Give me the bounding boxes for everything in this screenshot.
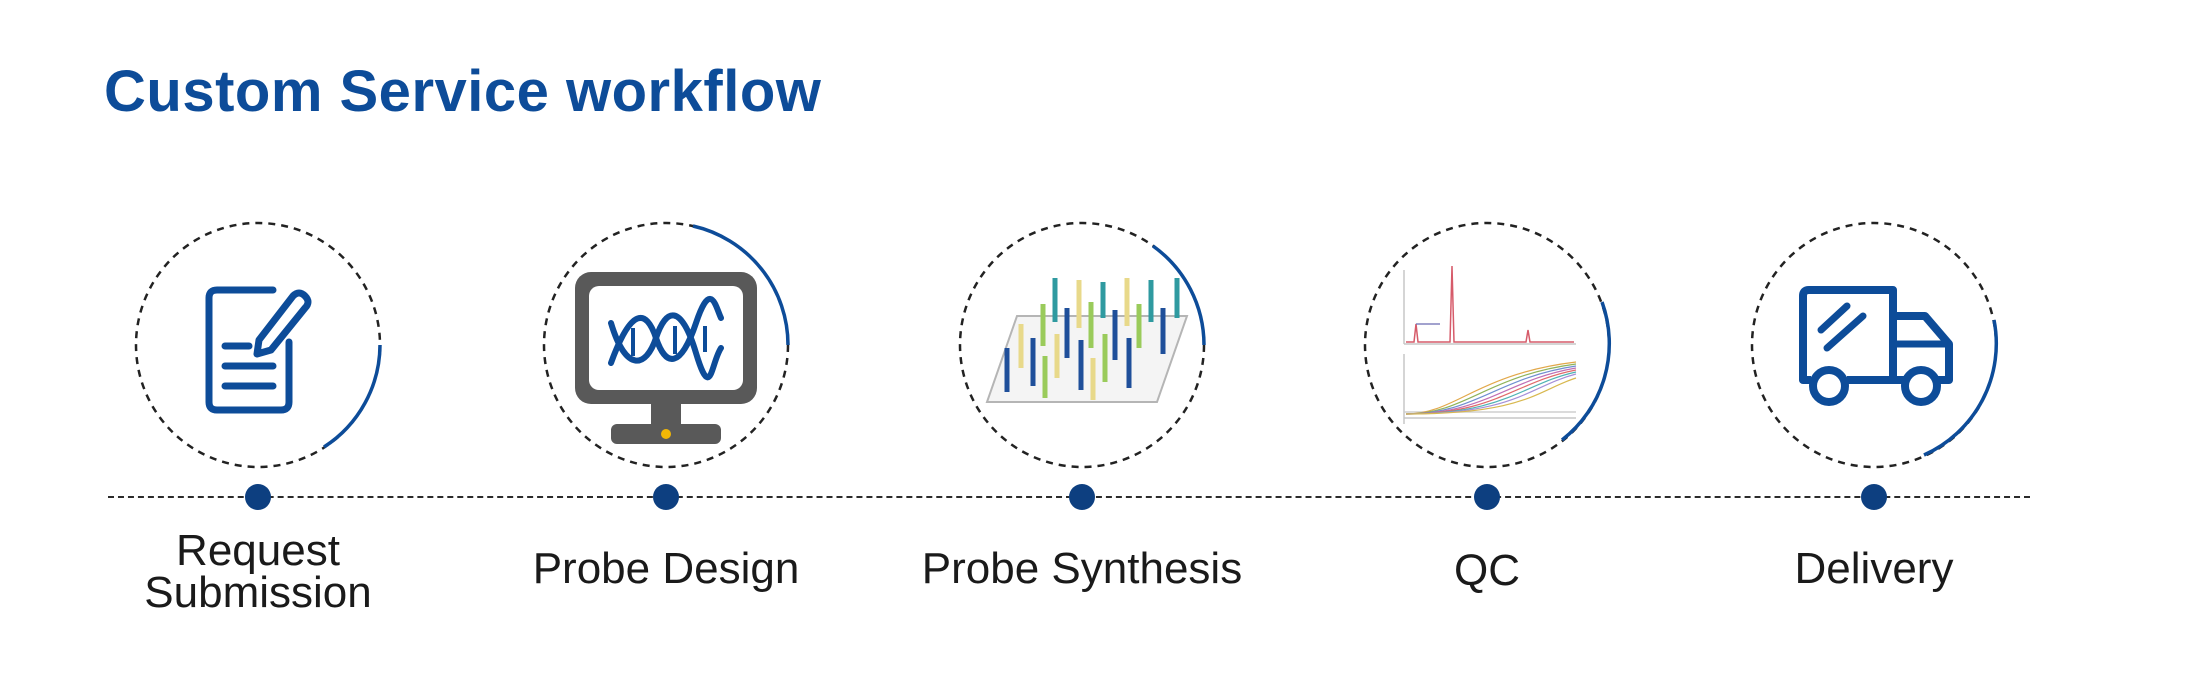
- timeline-dot: [1474, 484, 1500, 510]
- timeline-dot: [653, 484, 679, 510]
- document-edit-icon: [205, 286, 312, 414]
- step-ring: [957, 220, 1207, 470]
- step-label: Probe Synthesis: [921, 544, 1243, 593]
- monitor-dna-icon: [575, 272, 757, 444]
- page-title: Custom Service workflow: [104, 59, 822, 124]
- step-label: Probe Design: [532, 544, 800, 593]
- step-ring: [541, 220, 791, 470]
- step-ring: [1749, 220, 1999, 470]
- qc-chart-icon: [1403, 265, 1577, 424]
- step-label: Delivery: [1794, 544, 1954, 593]
- timeline-dot: [1861, 484, 1887, 510]
- timeline-dot: [1069, 484, 1095, 510]
- microarray-icon: [985, 278, 1189, 403]
- step-ring: [133, 220, 383, 470]
- step-ring: [1362, 220, 1612, 470]
- step-label: Request Submission: [144, 526, 372, 617]
- timeline-dot: [245, 484, 271, 510]
- delivery-truck-icon: [1799, 286, 1953, 406]
- step-label: QC: [1454, 546, 1520, 595]
